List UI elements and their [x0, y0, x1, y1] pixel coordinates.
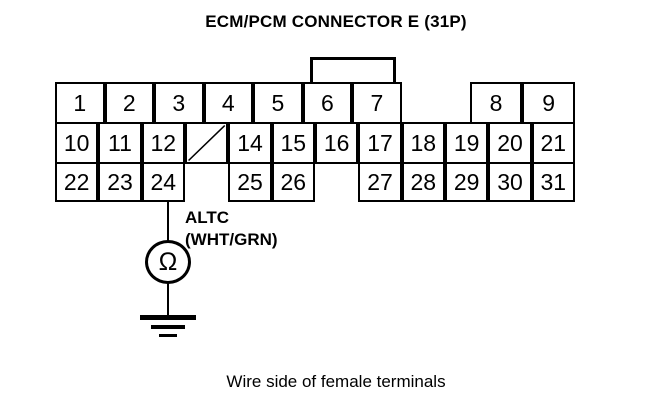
- terminal-number: 9: [542, 89, 556, 116]
- ground-bar-3: [159, 334, 177, 337]
- connector-locking-tab: [310, 57, 396, 84]
- ohm-glyph: Ω: [158, 247, 178, 276]
- terminal-number: 23: [107, 168, 133, 195]
- terminal-number: 24: [150, 168, 177, 195]
- terminal-cell-17: 17: [358, 122, 402, 164]
- terminal-number: 6: [320, 89, 334, 116]
- terminal-cell-30: 30: [488, 162, 532, 202]
- terminal-number: 26: [280, 168, 307, 195]
- terminal-number: 31: [540, 168, 567, 195]
- terminal-number: 22: [63, 168, 90, 195]
- terminal-number: 18: [410, 129, 437, 156]
- terminal-cell-5: 5: [253, 82, 303, 124]
- terminal-cell-29: 29: [445, 162, 489, 202]
- terminal-number: 5: [271, 89, 285, 116]
- terminal-cell-blank: [185, 122, 229, 164]
- terminal-number: 25: [237, 168, 263, 195]
- terminal-number: 17: [367, 129, 393, 156]
- terminal-cell-4: 4: [203, 82, 254, 124]
- terminal-cell-10: 10: [55, 122, 99, 164]
- terminal-cell-26: 26: [271, 162, 315, 202]
- wire-label: ALTC (WHT/GRN): [185, 207, 278, 251]
- terminal-cell-14: 14: [228, 122, 272, 164]
- ground-bar-1: [140, 315, 196, 320]
- terminal-cell-16: 16: [315, 122, 359, 164]
- terminal-cell-19: 19: [445, 122, 489, 164]
- terminal-number: 3: [172, 89, 186, 116]
- terminal-number: 10: [63, 129, 90, 156]
- wire-color: (WHT/GRN): [185, 229, 278, 249]
- signal-name: ALTC: [185, 208, 230, 227]
- terminal-cell-22: 22: [55, 162, 99, 202]
- terminal-cell-21: 21: [531, 122, 575, 164]
- terminal-cell-27: 27: [358, 162, 402, 202]
- terminal-cell-31: 31: [531, 162, 575, 202]
- terminal-number: 2: [122, 89, 136, 116]
- terminal-cell-15: 15: [271, 122, 315, 164]
- terminal-cell-23: 23: [98, 162, 142, 202]
- terminal-cell-18: 18: [401, 122, 445, 164]
- terminal-number: 28: [410, 168, 437, 195]
- terminal-cell-8: 8: [469, 82, 523, 124]
- page-title: ECM/PCM CONNECTOR E (31P): [205, 12, 467, 31]
- wire-segment-lower: [167, 283, 169, 316]
- figure-caption: Wire side of female terminals: [226, 372, 446, 391]
- terminal-number: 27: [367, 168, 393, 195]
- terminal-number: 4: [221, 89, 235, 116]
- terminal-cell-1: 1: [55, 82, 105, 124]
- blank-slash-icon: [188, 124, 226, 162]
- chassis-ground-icon: [140, 315, 196, 339]
- terminal-number: 12: [150, 129, 177, 156]
- terminal-cell-9: 9: [522, 82, 575, 124]
- terminal-number: 14: [237, 129, 263, 156]
- terminal-number: 11: [108, 129, 132, 156]
- wire-segment-upper: [167, 200, 169, 242]
- terminal-number: 15: [280, 129, 307, 156]
- terminal-cell-25: 25: [228, 162, 272, 202]
- terminal-cell-3: 3: [154, 82, 204, 124]
- terminal-number: 30: [497, 168, 523, 195]
- terminal-number: 21: [540, 129, 567, 156]
- terminal-cell-20: 20: [488, 122, 532, 164]
- terminal-number: 29: [453, 168, 480, 195]
- terminal-cell-11: 11: [98, 122, 142, 164]
- ground-bar-2: [151, 325, 185, 329]
- terminal-number: 19: [453, 129, 480, 156]
- terminal-cell-6: 6: [302, 82, 353, 124]
- terminal-number: 1: [73, 89, 87, 116]
- terminal-number: 7: [370, 89, 384, 116]
- ohmmeter-symbol: Ω: [145, 240, 191, 284]
- terminal-cell-28: 28: [401, 162, 445, 202]
- terminal-number: 16: [323, 129, 350, 156]
- terminal-cell-2: 2: [104, 82, 155, 124]
- terminal-number: 20: [497, 129, 523, 156]
- terminal-cell-7: 7: [352, 82, 402, 124]
- terminal-cell-12: 12: [141, 122, 185, 164]
- terminal-number: 8: [489, 89, 503, 116]
- terminal-cell-24: 24: [141, 162, 185, 202]
